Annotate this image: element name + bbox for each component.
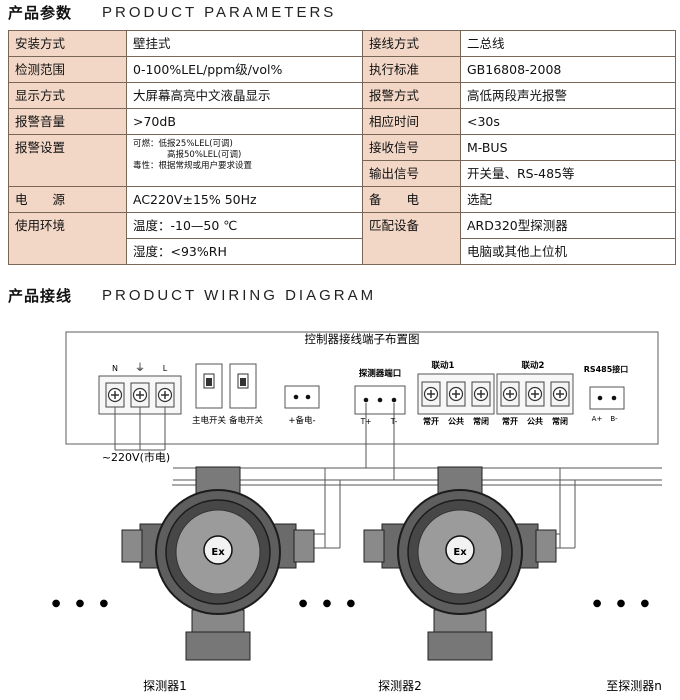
param-label: 备 电: [362, 186, 461, 213]
link2-nc-label: 常闭: [552, 416, 568, 426]
ellipsis-right: ● ● ●: [593, 598, 656, 609]
screw-terminal[interactable]: [421, 381, 441, 407]
screw-terminal[interactable]: [105, 382, 125, 408]
link1-com-label: 公共: [448, 416, 464, 426]
rs485-label: RS485接口: [584, 364, 629, 374]
alarm-setting-line: 毒性：根据常规或用户要求设置: [133, 161, 253, 171]
param-value: <30s: [460, 108, 676, 135]
param-value: 温度：-10—50 ℃: [126, 212, 363, 239]
table-row: 报警设置 可燃：低报25%LEL(可调) 高报50%LEL(可调) 毒性：根据常…: [8, 134, 676, 187]
param-value: >70dB: [126, 108, 363, 135]
param-label: 匹配设备: [362, 212, 461, 265]
section-title-cn: 产品接线: [8, 286, 73, 305]
param-value: ARD320型探测器: [460, 212, 676, 239]
param-label: 相应时间: [362, 108, 461, 135]
link2-label: 联动2: [522, 360, 545, 371]
backup-switch-label: 备电开关: [229, 415, 264, 426]
param-label: 执行标准: [362, 56, 461, 83]
link2-com-label: 公共: [527, 416, 543, 426]
alarm-setting-line: 可燃：低报25%LEL(可调): [133, 139, 233, 149]
link1-label: 联动1: [432, 360, 455, 371]
earth-icon: ⏚: [135, 362, 145, 374]
param-label: 输出信号: [362, 160, 461, 187]
section-title-en: PRODUCT WIRING DIAGRAM: [102, 286, 377, 304]
detector-port-label: 探测器端口: [359, 368, 402, 379]
param-label: 安装方式: [8, 30, 127, 57]
backup-power-terminal: [284, 385, 320, 409]
mains-label: ~220V(市电): [102, 450, 170, 464]
param-label: 检测范围: [8, 56, 127, 83]
parameters-table: 安装方式 壁挂式 接线方式 二总线 检测范围 0-100%LEL/ppm级/vo…: [8, 30, 676, 265]
section-title-en: PRODUCT PARAMETERS: [102, 3, 337, 21]
param-label: 报警设置: [8, 134, 127, 187]
param-label: 接线方式: [362, 30, 461, 57]
table-row: 检测范围 0-100%LEL/ppm级/vol% 执行标准 GB16808-20…: [8, 56, 676, 83]
screw-terminal[interactable]: [446, 381, 466, 407]
ellipsis-middle: ● ● ●: [299, 598, 362, 609]
param-value: M-BUS: [460, 134, 676, 161]
screw-terminal[interactable]: [471, 381, 491, 407]
param-value: 电脑或其他上位机: [460, 238, 676, 265]
param-value: 壁挂式: [126, 30, 363, 57]
screw-terminal[interactable]: [525, 381, 545, 407]
section-title-parameters: 产品参数 PRODUCT PARAMETERS: [8, 1, 336, 23]
screw-terminal[interactable]: [500, 381, 520, 407]
param-value: AC220V±15% 50Hz: [126, 186, 363, 213]
detector-2-label: 探测器2: [378, 679, 422, 693]
param-value: 0-100%LEL/ppm级/vol%: [126, 56, 363, 83]
table-row: 显示方式 大屏幕高亮中文液晶显示 报警方式 高低两段声光报警: [8, 82, 676, 109]
main-switch-label: 主电开关: [192, 415, 227, 426]
rs485-terminal: [589, 386, 625, 410]
param-value: GB16808-2008: [460, 56, 676, 83]
param-value: 选配: [460, 186, 676, 213]
screw-terminal[interactable]: [130, 382, 150, 408]
param-value: 二总线: [460, 30, 676, 57]
wiring-diagram: 控制器接线端子布置图 N ⏚ L 主电开关 备电开关 +备电- 探测器端口 T+…: [52, 331, 662, 693]
b-minus-label: B-: [610, 415, 618, 423]
terminal-n-label: N: [112, 364, 118, 373]
section-title-cn: 产品参数: [8, 3, 73, 22]
param-label: 报警音量: [8, 108, 127, 135]
detector-1-device: Ex: [121, 466, 315, 661]
param-label: 接收信号: [362, 134, 461, 161]
param-label: 显示方式: [8, 82, 127, 109]
table-row: 使用环境 温度：-10—50 ℃ 匹配设备 ARD320型探测器: [8, 212, 676, 265]
backup-power-label: +备电-: [288, 415, 315, 426]
table-row: 湿度：<93%RH 电脑或其他上位机: [9, 238, 676, 265]
param-value: 大屏幕高亮中文液晶显示: [126, 82, 363, 109]
ex-icon: Ex: [453, 547, 467, 558]
param-value: 可燃：低报25%LEL(可调) 高报50%LEL(可调) 毒性：根据常规或用户要…: [126, 134, 363, 187]
param-label: 报警方式: [362, 82, 461, 109]
link2-no-label: 常开: [502, 416, 518, 426]
ellipsis-left: ● ● ●: [52, 598, 115, 609]
param-label: 电 源: [8, 186, 127, 213]
alarm-setting-line: 高报50%LEL(可调): [167, 150, 242, 160]
param-value: 高低两段声光报警: [460, 82, 676, 109]
screw-terminal[interactable]: [550, 381, 570, 407]
param-value: 开关量、RS-485等: [460, 160, 676, 187]
link1-no-label: 常开: [423, 416, 439, 426]
section-title-wiring: 产品接线 PRODUCT WIRING DIAGRAM: [8, 284, 376, 306]
detector-2-device: Ex: [363, 466, 557, 661]
screw-terminal[interactable]: [155, 382, 175, 408]
terminal-l-label: L: [163, 364, 168, 373]
ex-icon: Ex: [211, 547, 225, 558]
table-row: 报警音量 >70dB 相应时间 <30s: [8, 108, 676, 135]
link1-nc-label: 常闭: [473, 416, 489, 426]
diagram-title: 控制器接线端子布置图: [305, 332, 420, 346]
param-value: 湿度：<93%RH: [126, 238, 363, 265]
detector-n-label: 至探测器n: [606, 679, 662, 693]
table-row: 电 源 AC220V±15% 50Hz 备 电 选配: [8, 186, 676, 213]
param-label: 使用环境: [8, 212, 127, 265]
table-row: 安装方式 壁挂式 接线方式 二总线: [8, 30, 676, 57]
detector-1-label: 探测器1: [143, 679, 187, 693]
table-row: 输出信号 开关量、RS-485等: [9, 160, 676, 187]
a-plus-label: A+: [592, 415, 603, 423]
